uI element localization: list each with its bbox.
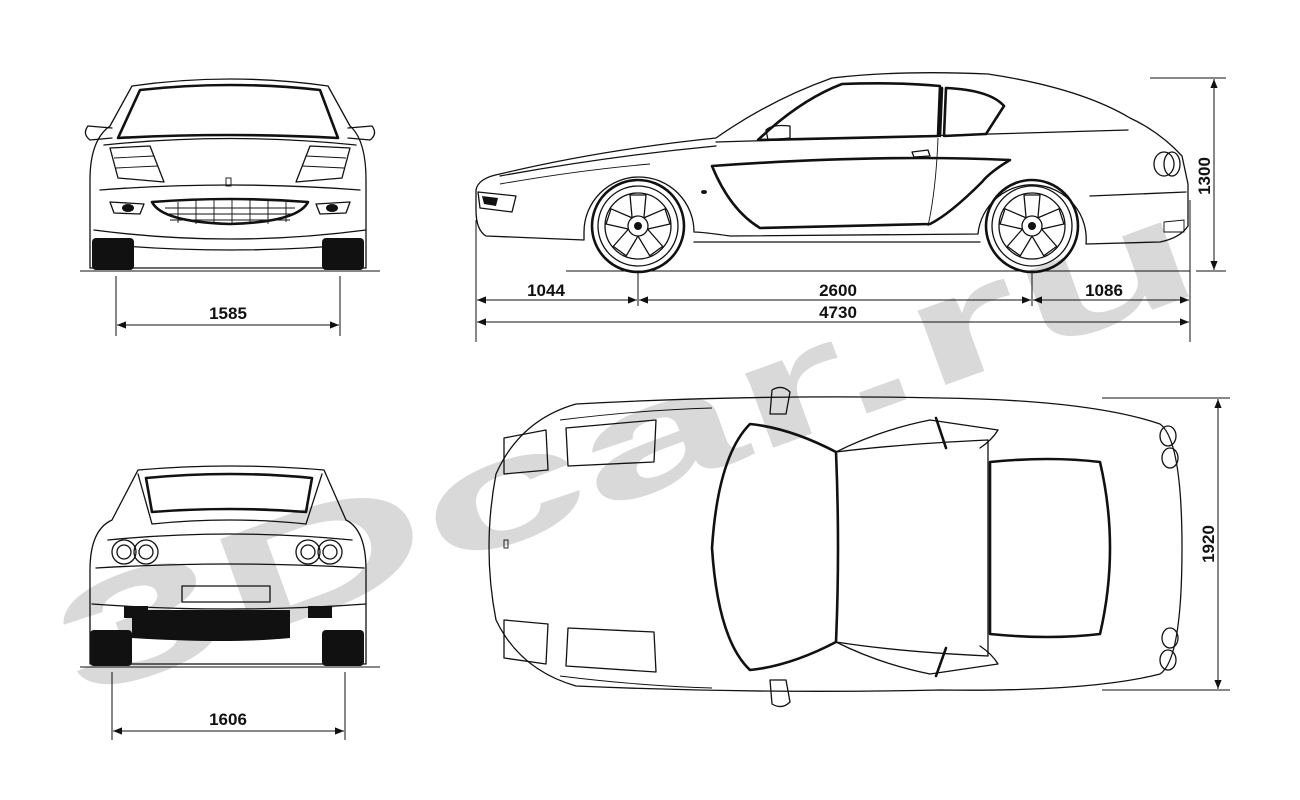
dim-overall-height: 1300: [1195, 157, 1214, 195]
dim-front-track: 1585: [209, 304, 247, 323]
dim-rear-overhang: 1086: [1085, 281, 1123, 300]
top-view: 1920: [488, 386, 1230, 708]
rear-view: 1606: [80, 465, 380, 740]
dim-front-overhang: 1044: [527, 281, 565, 300]
watermark: 3Dcar.ru: [33, 162, 1218, 730]
front-view: 1585: [80, 78, 380, 336]
dim-rear-track: 1606: [209, 710, 247, 729]
dim-wheelbase: 2600: [819, 281, 857, 300]
dim-overall-width: 1920: [1199, 525, 1218, 563]
side-view: 1044 2600 1086 4730 1300: [475, 72, 1226, 342]
watermark-text: 3Dcar.ru: [33, 162, 1218, 730]
dim-overall-length: 4730: [819, 303, 857, 322]
